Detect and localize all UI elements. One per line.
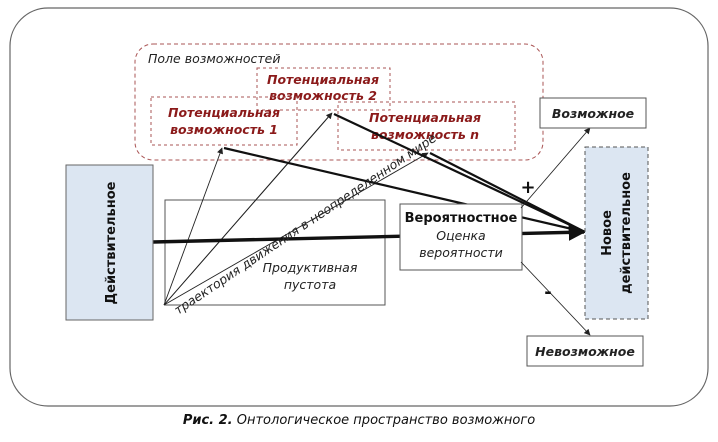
- potential-box-1: [150, 96, 298, 146]
- new-actual-line2: действительное: [619, 172, 634, 294]
- to-impossible-arrow: [520, 261, 591, 336]
- potential-1-line1: Потенциальная: [168, 105, 280, 120]
- trajectory-arrow-low: [163, 114, 331, 306]
- impossible-box: [526, 335, 644, 367]
- potential-n-line2: возможность n: [371, 127, 479, 142]
- productive-void-line2: пустота: [284, 277, 336, 292]
- actual-label: Действительное: [104, 181, 119, 304]
- new-actual-box: [584, 146, 649, 320]
- possible-label: Возможное: [552, 106, 634, 121]
- probable-line3: вероятности: [419, 245, 503, 260]
- potential-2-line1: Потенциальная: [267, 72, 379, 87]
- probable-box: [399, 203, 523, 271]
- productive-void-box: [164, 199, 386, 306]
- new-actual-line1: Новое: [600, 210, 615, 256]
- caption-prefix: Рис. 2.: [182, 413, 233, 428]
- potential-2-to-new-arrow: [333, 113, 586, 233]
- probable-title: Вероятностное: [405, 211, 518, 226]
- productive-void-line1: Продуктивная: [263, 260, 358, 275]
- actual-box: [65, 164, 154, 321]
- potential-box-2: [256, 67, 391, 111]
- plus-sign: +: [520, 177, 535, 198]
- probable-line2: Оценка: [436, 228, 485, 243]
- possible-box: [539, 97, 647, 129]
- potential-1-line2: возможность 1: [170, 122, 278, 137]
- figure-caption: Рис. 2. Онтологическое пространство возм…: [0, 413, 718, 428]
- potential-n-line1: Потенциальная: [369, 110, 481, 125]
- outer-frame: [9, 7, 709, 407]
- minus-sign: -: [544, 282, 551, 303]
- impossible-label: Невозможное: [535, 344, 635, 359]
- field-of-possibilities-frame: [134, 43, 544, 161]
- potential-box-n: [337, 101, 516, 151]
- trajectory-arrow-n: [163, 152, 429, 306]
- trajectory-arrow-1: [163, 147, 223, 306]
- field-title: Поле возможностей: [148, 51, 281, 66]
- potential-1-to-new-arrow: [223, 146, 586, 234]
- potential-2-line2: возможность 2: [269, 88, 377, 103]
- to-possible-arrow: [520, 127, 591, 209]
- potential-n-to-new-arrow: [429, 152, 586, 233]
- caption-text: Онтологическое пространство возможного: [236, 413, 536, 428]
